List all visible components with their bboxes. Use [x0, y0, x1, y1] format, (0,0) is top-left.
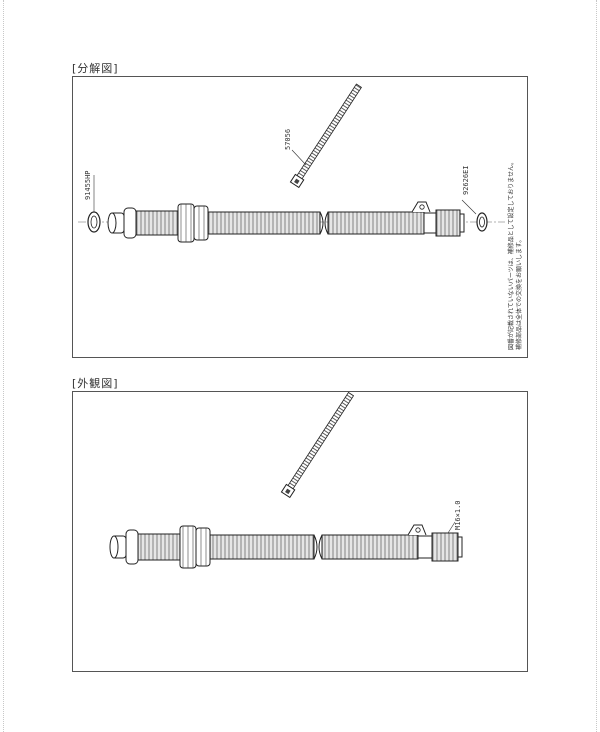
end-washer-part [476, 212, 488, 232]
exterior-cable-tie [280, 391, 355, 499]
exterior-view-title: [外観図] [72, 377, 119, 390]
nut-gasket-part [87, 211, 101, 233]
page-right-edge [596, 0, 597, 732]
exploded-right-fitting [411, 201, 465, 237]
exploded-view-frame [72, 76, 528, 358]
exploded-hose-assembly: 91455HP 57056 92626EI 図番が記載されていないパーツは、補修… [78, 83, 523, 350]
note-line-1: 図番が記載されていないパーツは、補修品として設定しておりません。 [507, 159, 515, 350]
exterior-hose-segment-right [321, 534, 419, 560]
exterior-left-fitting [109, 525, 211, 569]
exploded-hose-segment-left [207, 211, 321, 235]
exterior-hose-assembly: M16×1.0 [109, 391, 463, 569]
exterior-right-fitting [407, 524, 463, 562]
exploded-left-fitting [107, 203, 209, 243]
end-washer-leader [461, 199, 477, 215]
cable-tie-part [289, 83, 362, 189]
thread-leader [447, 521, 456, 534]
tie-leader [291, 149, 307, 166]
note-line-2: 補修部品は全体での交換をお願いします。 [515, 237, 523, 350]
exploded-view-title: [分解図] [72, 62, 119, 75]
exterior-view-frame [72, 391, 528, 672]
end-washer-label: 92626EI [462, 165, 470, 195]
tie-label: 57056 [284, 129, 292, 150]
thread-label: M16×1.0 [454, 500, 462, 530]
nut-gasket-label: 91455HP [84, 170, 92, 200]
exterior-hose-segment-left [209, 534, 315, 560]
page-left-edge [3, 0, 4, 732]
exploded-hose-segment-right [327, 211, 425, 235]
